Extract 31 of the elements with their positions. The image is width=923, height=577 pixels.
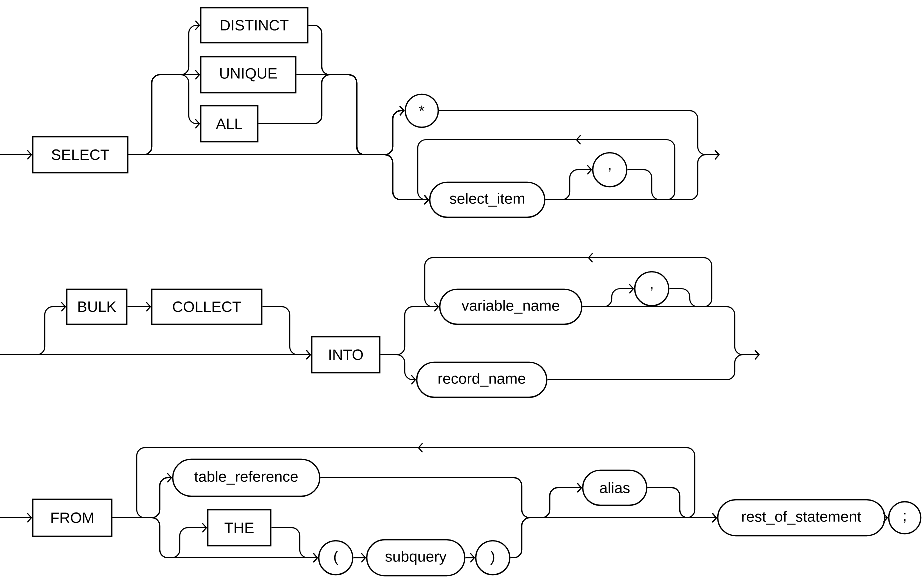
- keyword-box: DISTINCT: [200, 7, 309, 44]
- keyword-box: COLLECT: [151, 288, 263, 326]
- connector: [424, 253, 713, 308]
- keyword-box: INTO: [311, 336, 381, 374]
- connector: [136, 443, 696, 519]
- element-pill: record_name: [416, 362, 548, 398]
- connector: [466, 553, 476, 563]
- connector: [262, 306, 312, 360]
- connector: [380, 354, 416, 385]
- element-pill: rest_of_statement: [717, 499, 886, 537]
- connector: [272, 527, 318, 563]
- element-pill: table_reference: [172, 458, 321, 498]
- element-pill: variable_name: [439, 288, 583, 326]
- connector: [0, 150, 32, 160]
- connector: [258, 74, 430, 205]
- keyword-box: FROM: [32, 498, 113, 538]
- keyword-box: BULK: [66, 288, 128, 326]
- keyword-box: UNIQUE: [200, 56, 297, 94]
- connector: [417, 135, 676, 201]
- keyword-box: SELECT: [32, 136, 129, 174]
- connector: [546, 150, 720, 201]
- element-pill: select_item: [429, 182, 546, 218]
- connector: [354, 553, 366, 563]
- connector: [0, 513, 32, 523]
- connector: [128, 302, 152, 312]
- connector: [883, 513, 888, 523]
- element-pill: alias: [582, 470, 648, 506]
- connector: [548, 350, 760, 381]
- keyword-box: ALL: [200, 105, 259, 143]
- element-pill: subquery: [366, 539, 466, 577]
- keyword-box: THE: [207, 509, 272, 547]
